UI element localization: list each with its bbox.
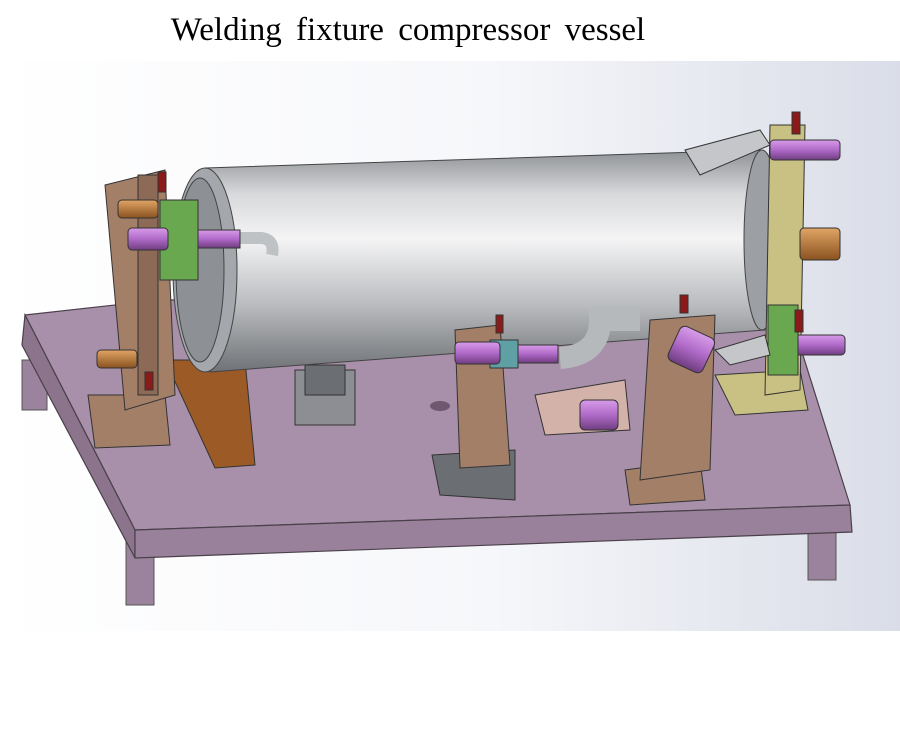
- left-clamp: [96, 171, 241, 391]
- center-block: [294, 364, 356, 426]
- fixture-render: [0, 61, 900, 631]
- middle-support-right: [624, 294, 716, 506]
- center-pin-block: [534, 379, 631, 436]
- table-hole: [430, 401, 450, 411]
- middle-support-left: [431, 314, 559, 501]
- pipe-elbow-left: [235, 232, 279, 257]
- left-locating-pin: [127, 227, 169, 251]
- left-copper-pin-top: [117, 199, 159, 219]
- left-copper-pin-bottom: [96, 349, 138, 369]
- right-pin-top: [769, 139, 841, 161]
- pipe-elbow-center: [558, 309, 640, 369]
- right-end-support: [684, 111, 846, 416]
- figure-title: Welding fixture compressor vessel: [170, 12, 646, 48]
- right-copper-pin: [799, 227, 841, 261]
